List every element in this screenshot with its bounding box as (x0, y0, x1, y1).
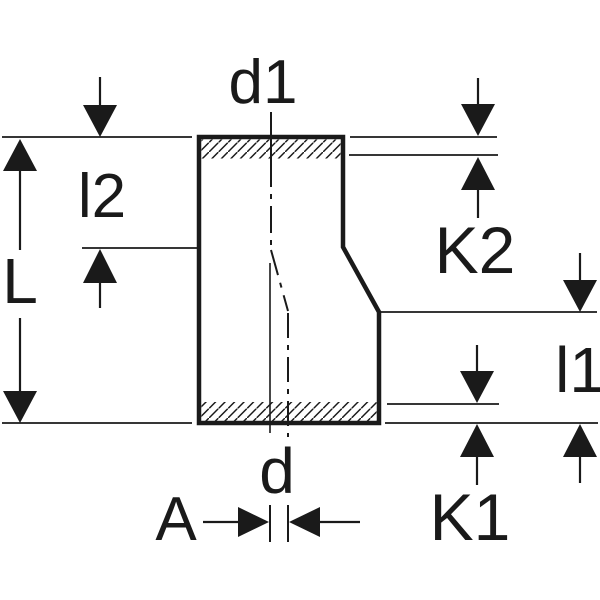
label-l1: l1 (555, 334, 600, 406)
dim-l2-arrow-down (83, 105, 117, 137)
label-L: L (2, 245, 38, 317)
dim-A (203, 505, 360, 542)
dim-l1-arrow-down (563, 280, 597, 312)
label-d1: d1 (229, 48, 298, 117)
dim-K1-arrow-down (460, 371, 494, 403)
label-A: A (155, 485, 197, 554)
reducer-body-outline (196, 134, 382, 426)
dim-l1-arrow-up (563, 424, 597, 457)
dim-L-arrow-down (3, 391, 37, 423)
dim-l1 (563, 253, 597, 483)
centerline-taper-transition (270, 249, 289, 312)
centerlines (269, 112, 289, 437)
dim-K2-arrow-down (461, 104, 495, 136)
label-K1: K1 (430, 480, 511, 554)
dim-L-arrow-up (3, 139, 37, 171)
dim-L (3, 139, 37, 423)
dim-K1 (460, 345, 494, 485)
dim-K2-arrow-up (461, 157, 495, 190)
dim-A-arrow-left (289, 507, 320, 537)
dim-K1-arrow-up (460, 424, 494, 457)
label-d: d (259, 435, 295, 507)
dim-K2 (461, 78, 495, 218)
dim-A-arrow-right (238, 507, 269, 537)
dim-l2 (83, 77, 117, 308)
dim-l2-arrow-up (83, 249, 117, 283)
label-l2: l2 (78, 162, 126, 231)
label-K2: K2 (435, 213, 516, 287)
